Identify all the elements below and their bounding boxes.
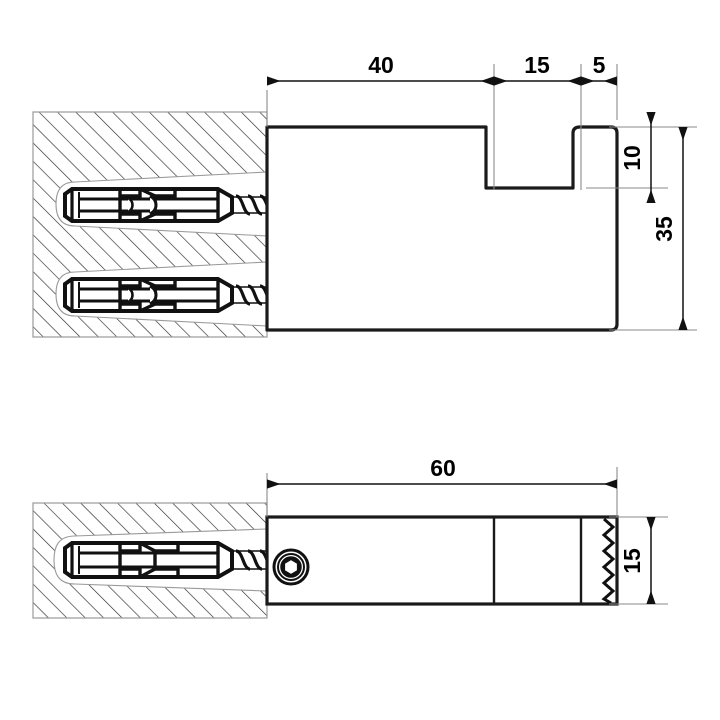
dimension-15-top-label: 15 <box>524 52 550 78</box>
bracket-body-side <box>265 125 619 332</box>
dimension-15-right: 15 <box>619 517 656 604</box>
dimension-40: 40 <box>267 52 494 86</box>
anchor-plug-upper <box>63 187 275 223</box>
dimension-5-label: 5 <box>593 52 606 78</box>
dimension-15-right-label: 15 <box>619 548 645 574</box>
hex-socket-icon <box>282 556 300 578</box>
side-elevation-view: 40 15 5 10 35 <box>32 52 697 338</box>
serrated-edge <box>601 517 616 605</box>
anchor-plug-lower <box>63 541 275 579</box>
grub-screw-socket <box>272 548 310 586</box>
dimension-15-top: 15 <box>494 52 581 86</box>
bracket-body-plan <box>265 515 619 606</box>
dimension-35: 35 <box>651 127 688 330</box>
dimension-10: 10 <box>619 112 656 203</box>
dimension-35-label: 35 <box>651 216 677 242</box>
dimension-40-label: 40 <box>368 52 394 78</box>
dimension-60: 60 <box>267 455 617 489</box>
dimension-10-label: 10 <box>619 145 645 171</box>
top-plan-view: 60 15 <box>32 455 668 619</box>
dimension-5: 5 <box>581 52 617 86</box>
dimension-60-label: 60 <box>430 455 456 481</box>
